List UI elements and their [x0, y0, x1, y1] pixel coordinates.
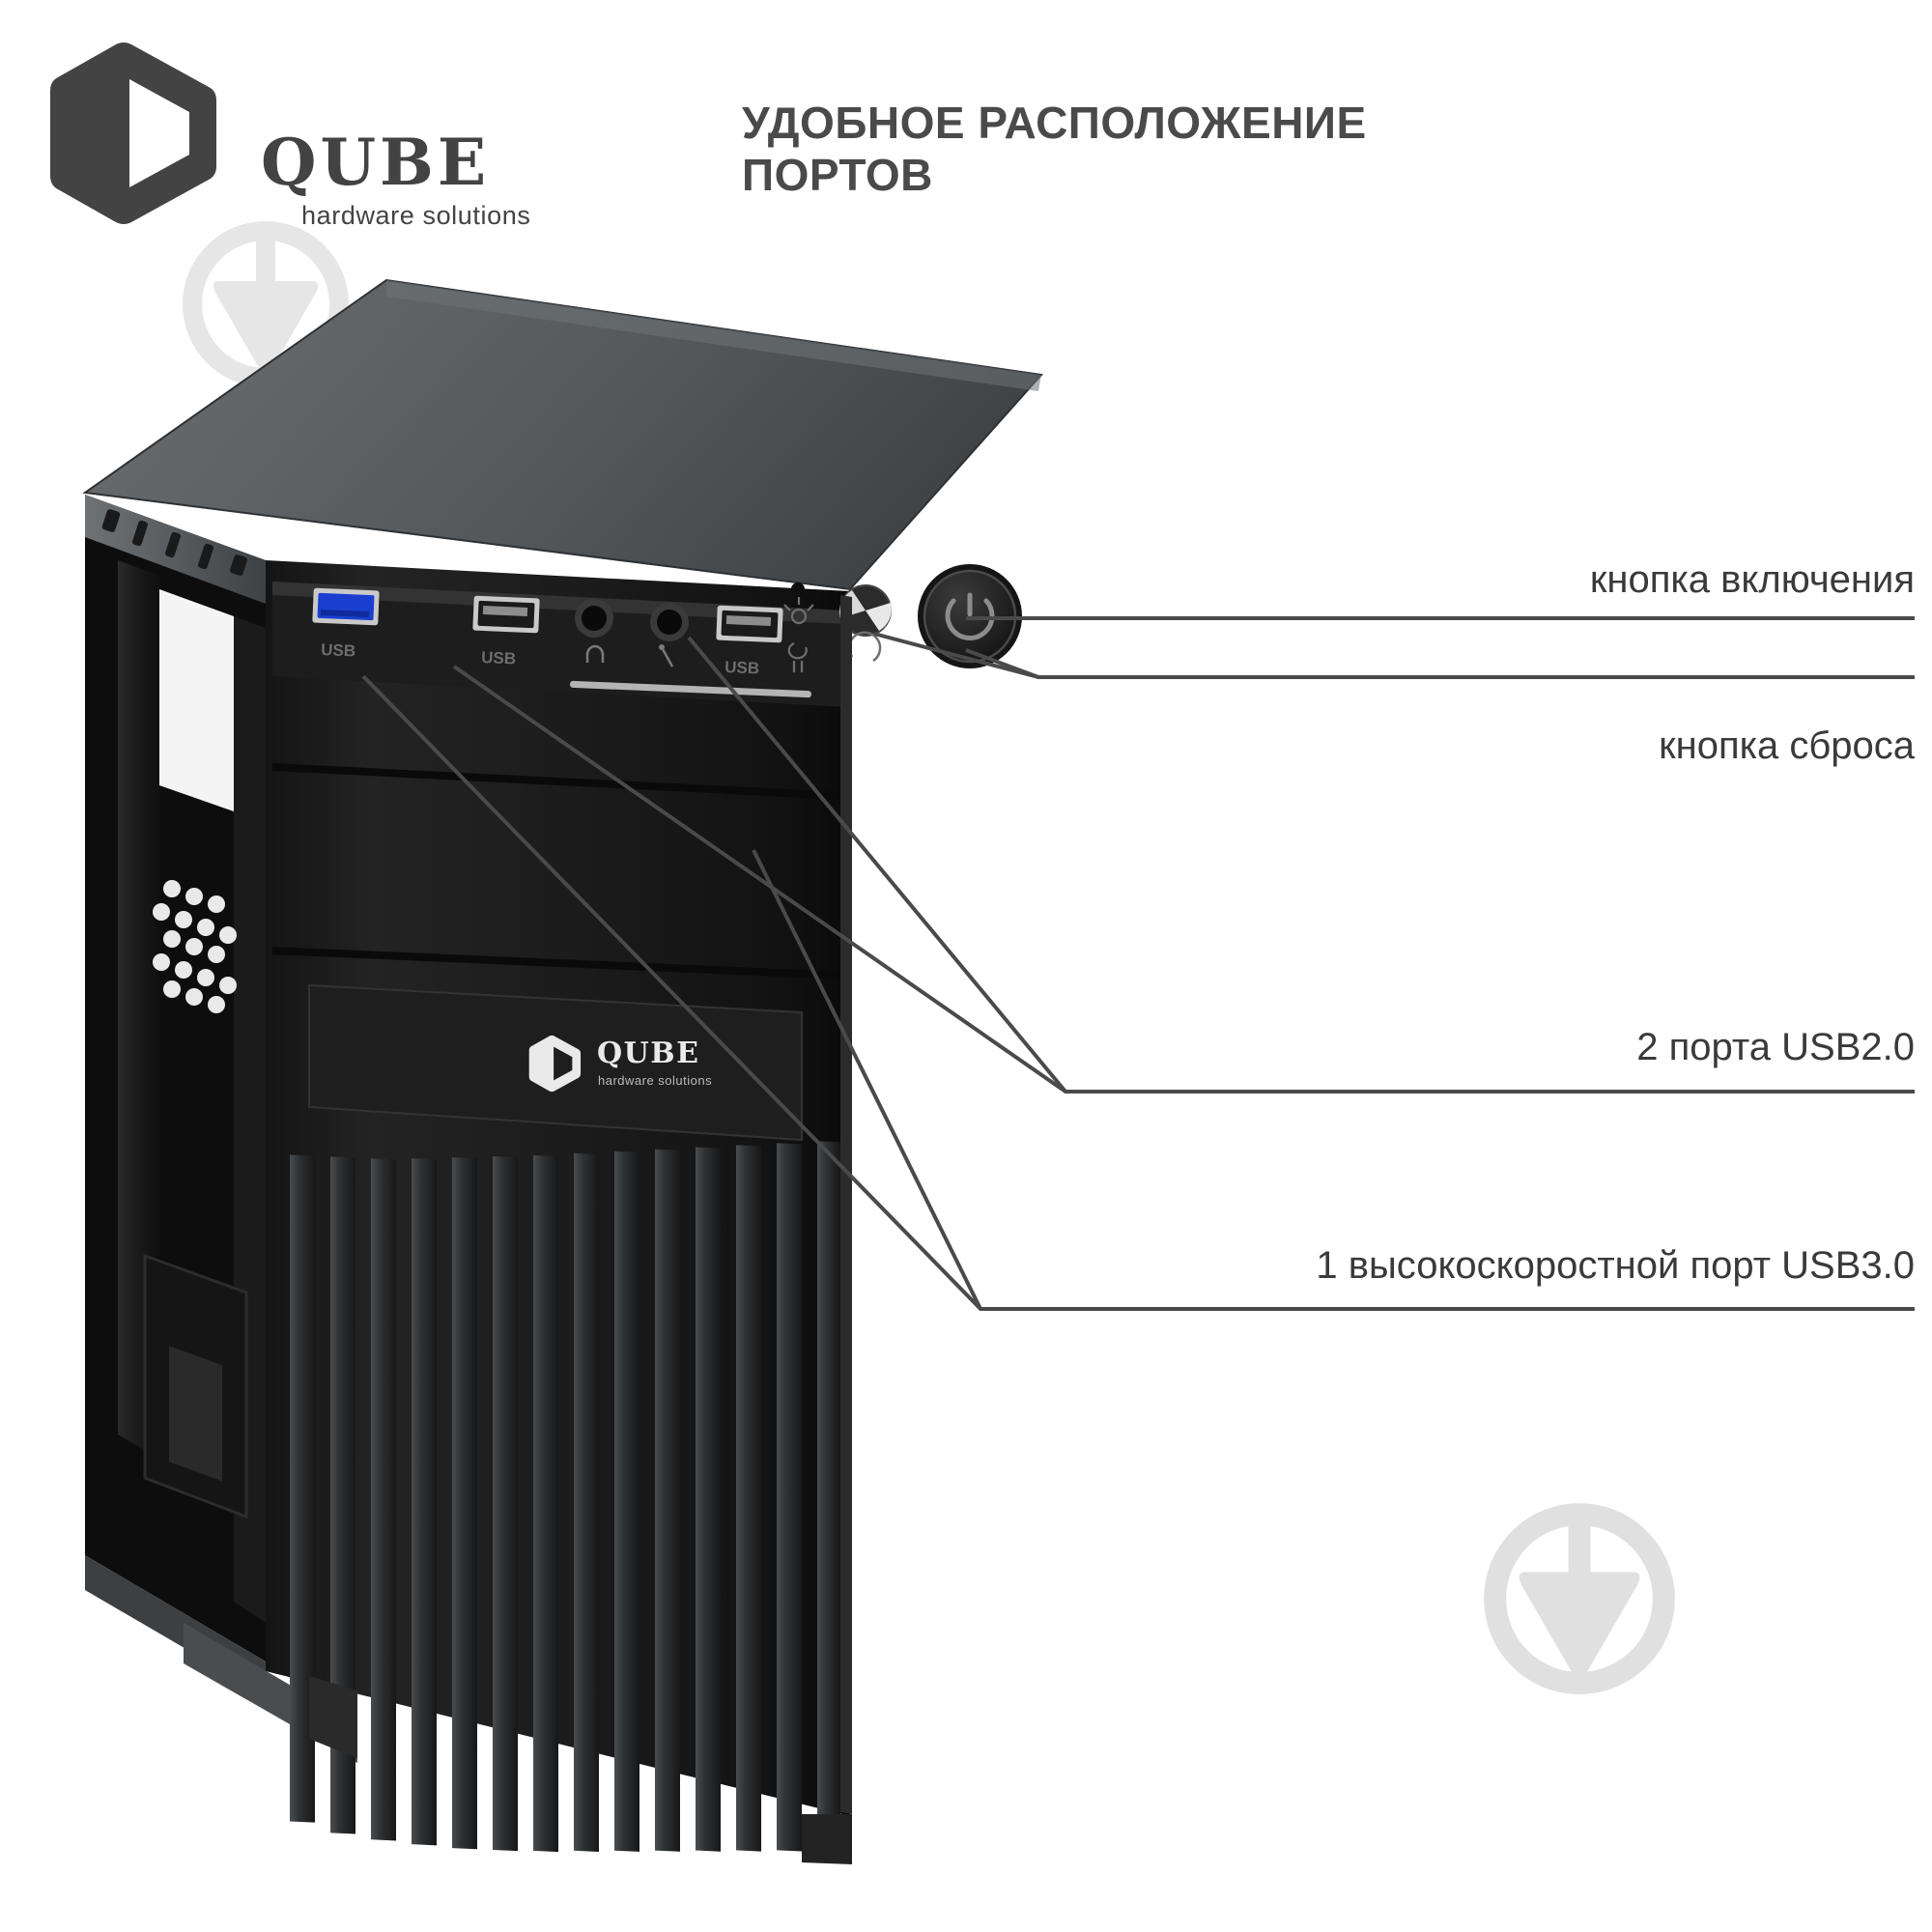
usb2-port-right	[716, 605, 783, 643]
annotation-reset-button: кнопка сброса	[1659, 724, 1915, 767]
annotation-power-button: кнопка включения	[1589, 558, 1915, 601]
power-button	[918, 564, 1022, 668]
microphone-icon	[661, 648, 674, 668]
page-title: УДОБНОЕ РАСПОЛОЖЕНИЕ ПОРТОВ	[742, 97, 1418, 201]
headphone-icon	[585, 644, 605, 656]
case-top-panel	[82, 278, 1043, 591]
headphone-jack	[575, 599, 613, 638]
leader-reset-button-segment	[965, 648, 1915, 679]
brand-tagline: hardware solutions	[301, 201, 531, 230]
case-drawing: USB USB USB	[82, 278, 1043, 1864]
computer-case-photo: USB USB USB	[68, 270, 1063, 1893]
annotation-usb3-port: 1 высокоскоростной порт USB3.0	[1316, 1244, 1915, 1287]
page-title-line-2: ПОРТОВ	[742, 150, 933, 200]
front-vent-slats	[290, 1141, 840, 1853]
brand-logo: QUBE hardware solutions	[39, 29, 676, 232]
mesh-vent	[153, 880, 237, 1013]
front-badge-brand-name: QUBE	[597, 1037, 700, 1070]
page-title-line-1: УДОБНОЕ РАСПОЛОЖЕНИЕ	[742, 98, 1367, 148]
brand-name: QUBE	[261, 125, 491, 200]
front-badge-tagline: hardware solutions	[598, 1073, 712, 1088]
case-front-bezel: USB USB USB	[266, 560, 1022, 1864]
microphone-jack	[650, 603, 689, 641]
usb2-right-port-label: USB	[724, 658, 760, 677]
usb3-port	[312, 587, 380, 626]
circle-trowel-watermark-bottom	[1468, 1488, 1690, 1710]
case-open-side-frame	[85, 495, 357, 1763]
annotation-usb2-ports: 2 порта USB2.0	[1636, 1026, 1915, 1068]
qube-hexagon-logo-icon	[39, 37, 232, 230]
usb2-port-left	[472, 595, 540, 634]
brand-wordmark: QUBE	[261, 130, 551, 194]
usb2-left-port-label: USB	[481, 648, 517, 668]
usb3-port-label: USB	[321, 640, 356, 660]
